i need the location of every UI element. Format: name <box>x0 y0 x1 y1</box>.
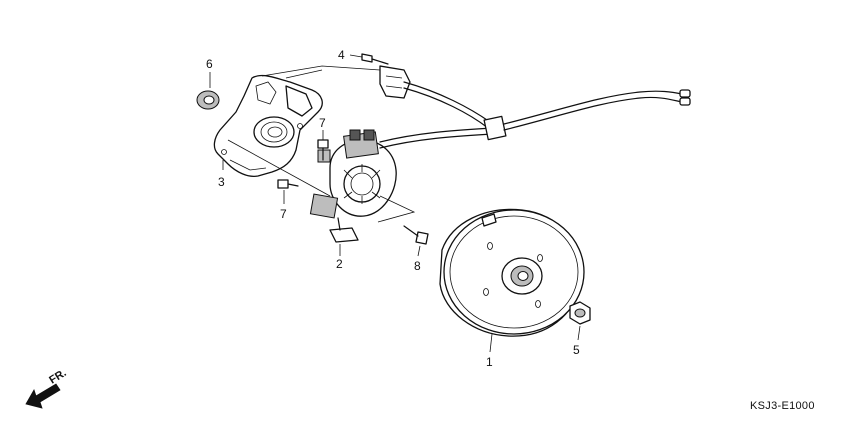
part-1-flywheel <box>439 208 585 337</box>
part-8-bolt <box>403 225 429 245</box>
diagram-code: KSJ3-E1000 <box>750 400 815 412</box>
callout-1: 1 <box>486 355 493 369</box>
callout-7-upper: 7 <box>319 116 326 130</box>
callout-5: 5 <box>573 343 580 357</box>
part-5-nut <box>569 301 591 325</box>
callout-2: 2 <box>336 257 343 271</box>
part-3-crankcase-cover <box>213 74 323 178</box>
part-7-bolt-upper <box>317 139 329 161</box>
part-2-stator-assembly <box>309 129 397 243</box>
front-direction-arrow: FR. <box>25 367 69 409</box>
part-6-oil-seal <box>196 90 220 110</box>
front-arrow-icon <box>25 383 61 409</box>
front-label: FR. <box>47 367 68 387</box>
callout-6: 6 <box>206 57 213 71</box>
leader-lines <box>209 54 581 353</box>
callout-7-lower: 7 <box>280 207 287 221</box>
callout-3: 3 <box>218 175 225 189</box>
callout-labels: 1 2 3 4 5 6 7 7 8 <box>206 48 580 369</box>
part-7-bolt-lower <box>277 179 299 189</box>
part-4-bolt-and-clamp <box>361 53 411 99</box>
callout-4: 4 <box>338 48 345 62</box>
wire-harness <box>379 81 691 149</box>
callout-8: 8 <box>414 259 421 273</box>
